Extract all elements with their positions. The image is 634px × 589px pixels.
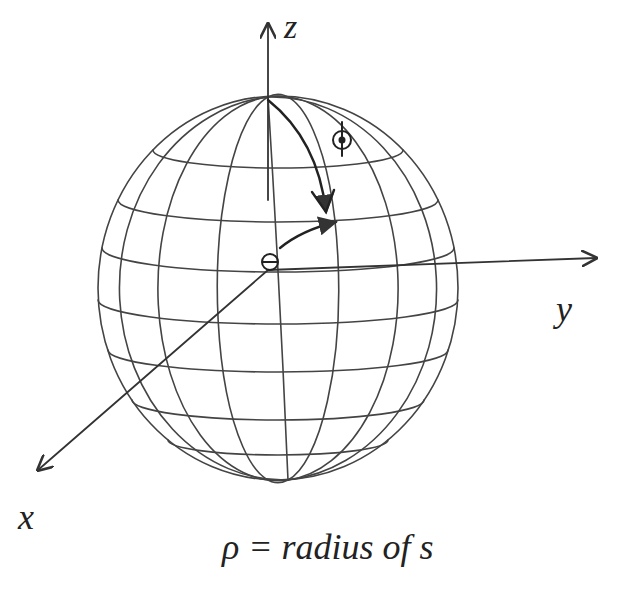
point-dot: [340, 138, 345, 143]
theta-arrow: [268, 100, 326, 212]
phi-arrow: [280, 222, 336, 248]
caption-note: ρ = radius of s: [222, 528, 434, 568]
axis-label: x: [18, 498, 34, 538]
longitude-lines: [119, 94, 436, 482]
direction-arrows: [268, 100, 336, 248]
z-axis: [267, 24, 269, 200]
y-axis: [268, 258, 596, 270]
point-markers: [262, 122, 351, 270]
point-circle: [262, 254, 278, 270]
point-mark: [263, 261, 277, 263]
x-axis: [38, 270, 268, 470]
arrow-tick: [312, 190, 334, 212]
latitude-lines: [98, 150, 458, 455]
sphere-outline: [98, 96, 458, 480]
axis-label: y: [556, 290, 572, 330]
axis-label: z: [284, 8, 297, 45]
axes: [38, 24, 596, 470]
